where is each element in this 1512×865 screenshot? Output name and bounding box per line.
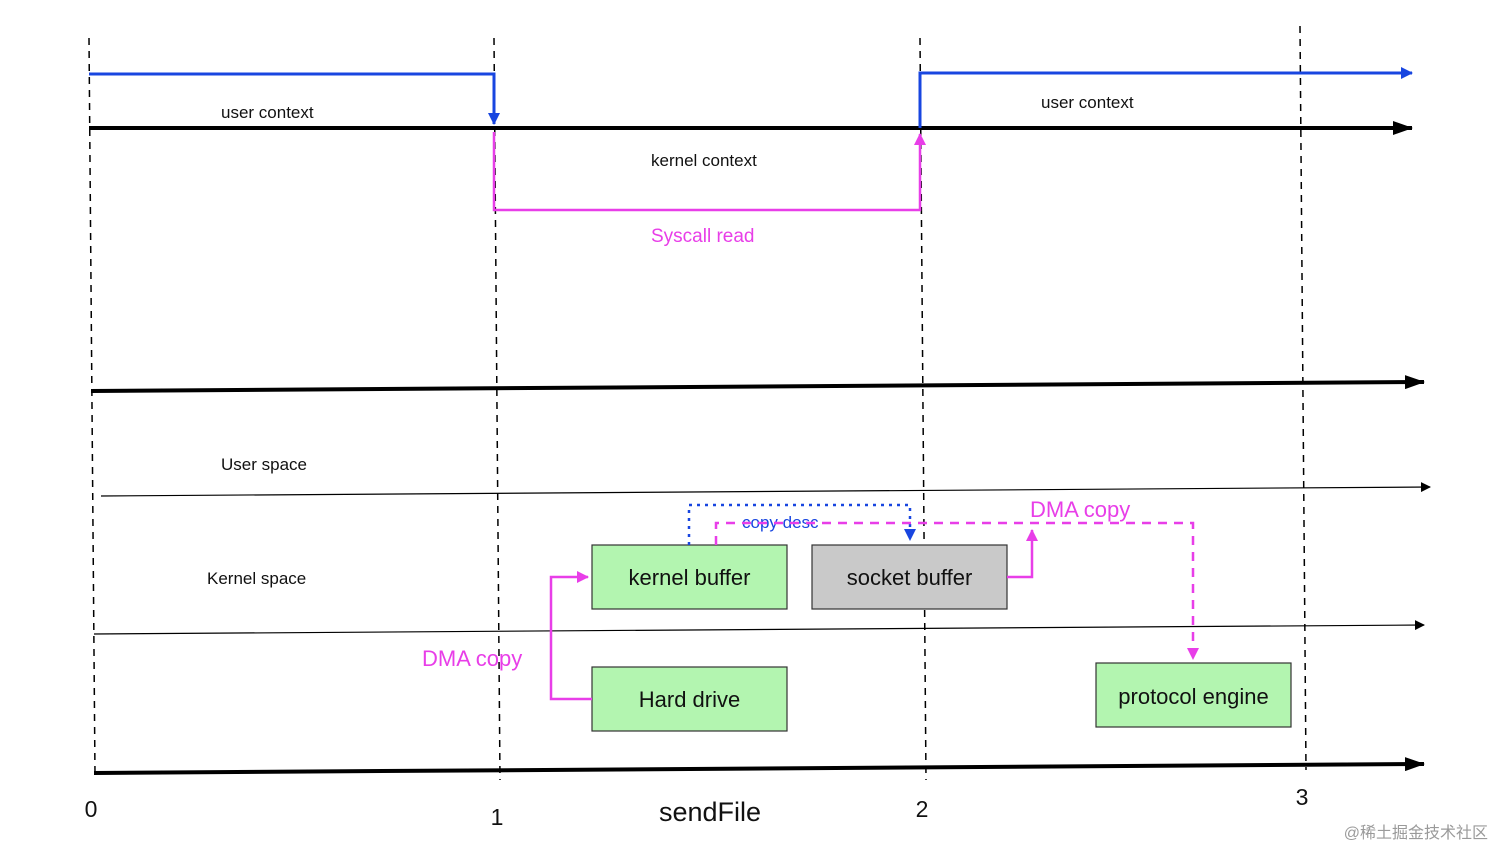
user-kernel-boundary bbox=[100, 482, 1431, 497]
space-axis-top bbox=[90, 375, 1425, 393]
user-context-label-right: user context bbox=[1041, 93, 1134, 112]
kernel-buffer-label: kernel buffer bbox=[629, 565, 751, 590]
syscall-read-label: Syscall read bbox=[651, 226, 755, 247]
user-space-label: User space bbox=[221, 455, 307, 474]
socket-buffer-label: socket buffer bbox=[847, 565, 973, 590]
protocol-engine-box bbox=[1095, 662, 1292, 728]
hard-drive-box bbox=[591, 666, 788, 732]
dma-copy-dashed-arrow bbox=[714, 521, 1199, 660]
dma-copy-label-left: DMA copy bbox=[422, 646, 522, 671]
user-context-label-left: user context bbox=[221, 103, 314, 122]
kernel-space-label: Kernel space bbox=[207, 569, 306, 588]
user-context-line-left bbox=[89, 72, 500, 125]
kernel-hardware-boundary bbox=[93, 620, 1425, 635]
syscall-read-line bbox=[492, 132, 926, 212]
tick-3: 3 bbox=[1296, 784, 1309, 810]
watermark: @稀土掘金技术社区 bbox=[1344, 824, 1488, 842]
dma-copy-arrow-left bbox=[549, 571, 592, 701]
protocol-engine-label: protocol engine bbox=[1118, 684, 1268, 709]
diagram-title: sendFile bbox=[659, 797, 761, 827]
time-marker-0 bbox=[88, 37, 96, 776]
dma-copy-label-right: DMA copy bbox=[1030, 497, 1130, 522]
socket-buffer-out-arrow bbox=[1007, 529, 1038, 579]
tick-1: 1 bbox=[491, 804, 504, 830]
socket-buffer-box bbox=[811, 544, 1008, 610]
hard-drive-label: Hard drive bbox=[639, 687, 740, 712]
time-marker-3 bbox=[1299, 25, 1307, 771]
kernel-buffer-box bbox=[591, 544, 788, 610]
tick-2: 2 bbox=[916, 796, 929, 822]
time-axis-bottom bbox=[93, 757, 1425, 775]
tick-0: 0 bbox=[85, 796, 98, 822]
user-context-line-right bbox=[918, 67, 1413, 128]
kernel-context-label: kernel context bbox=[651, 151, 757, 170]
